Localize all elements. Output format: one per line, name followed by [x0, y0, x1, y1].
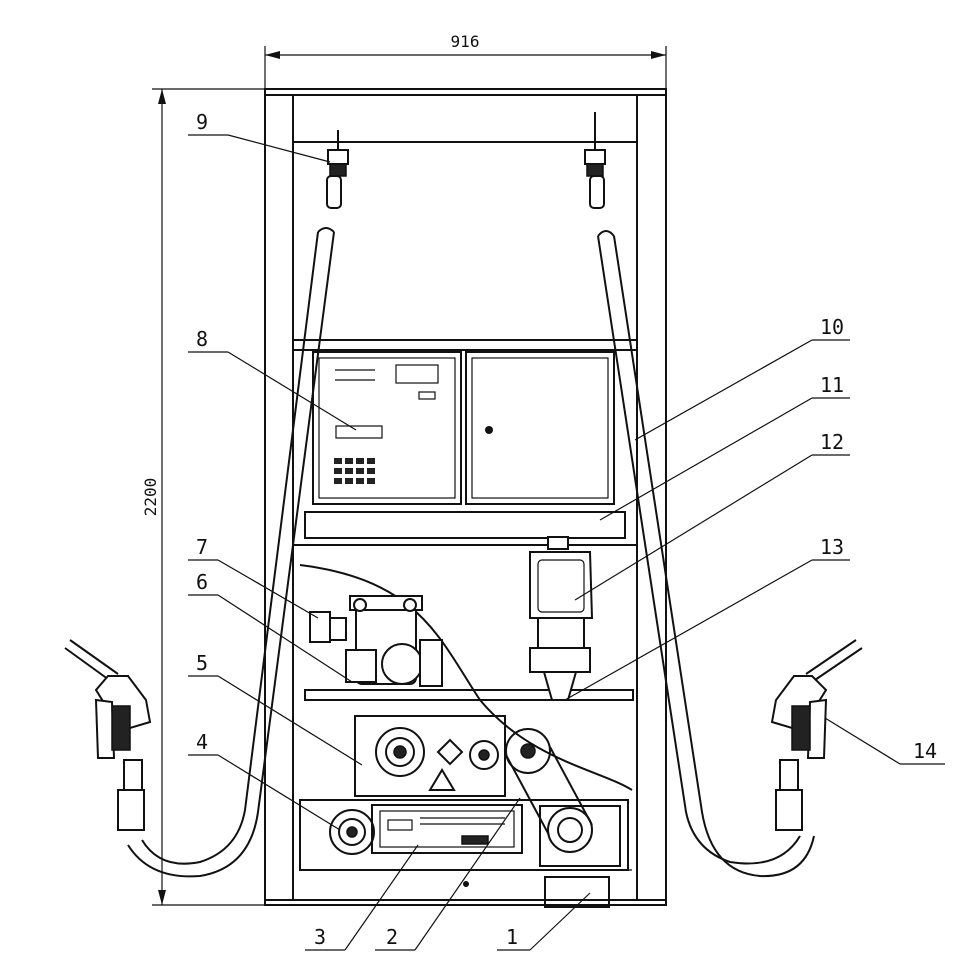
callout-3: 3: [314, 925, 326, 949]
display-head: [292, 339, 638, 546]
callout-5: 5: [196, 651, 208, 675]
nozzle-right: [770, 639, 863, 831]
height-dimension: 2200: [141, 88, 265, 906]
width-dimension-label: 916: [451, 32, 480, 51]
callout-13: 13: [820, 535, 844, 559]
nozzle-holder-right: [584, 112, 606, 209]
callout-9: 9: [196, 110, 208, 134]
callout-leaders: [188, 134, 945, 951]
callout-6: 6: [196, 570, 208, 594]
callout-1: 1: [506, 925, 518, 949]
meter-block: [354, 715, 506, 797]
callout-4: 4: [196, 730, 208, 754]
callout-14: 14: [913, 739, 937, 763]
callout-2: 2: [386, 925, 398, 949]
pulser-sensor: [529, 536, 594, 701]
callout-12: 12: [820, 430, 844, 454]
control-box: [371, 804, 523, 854]
keypad: [334, 458, 375, 484]
nozzle-left: [64, 639, 152, 831]
callout-10: 10: [820, 315, 844, 339]
nozzle-holder-left: [326, 130, 349, 209]
hose-right: [597, 230, 815, 878]
callout-labels: 9 8 10 11 12 13 7 6 5 4 14 3 2 1: [196, 110, 937, 949]
motor-fan: [329, 809, 375, 855]
width-dimension: 916: [264, 32, 667, 92]
pump-motor-valve: [309, 595, 443, 687]
base-box: [463, 876, 610, 908]
callout-7: 7: [196, 535, 208, 559]
height-dimension-label: 2200: [141, 478, 160, 517]
lower-cabinet: [299, 564, 634, 871]
callout-11: 11: [820, 373, 844, 397]
hose-left: [127, 227, 335, 878]
callout-8: 8: [196, 327, 208, 351]
belt-drive: [505, 728, 621, 867]
